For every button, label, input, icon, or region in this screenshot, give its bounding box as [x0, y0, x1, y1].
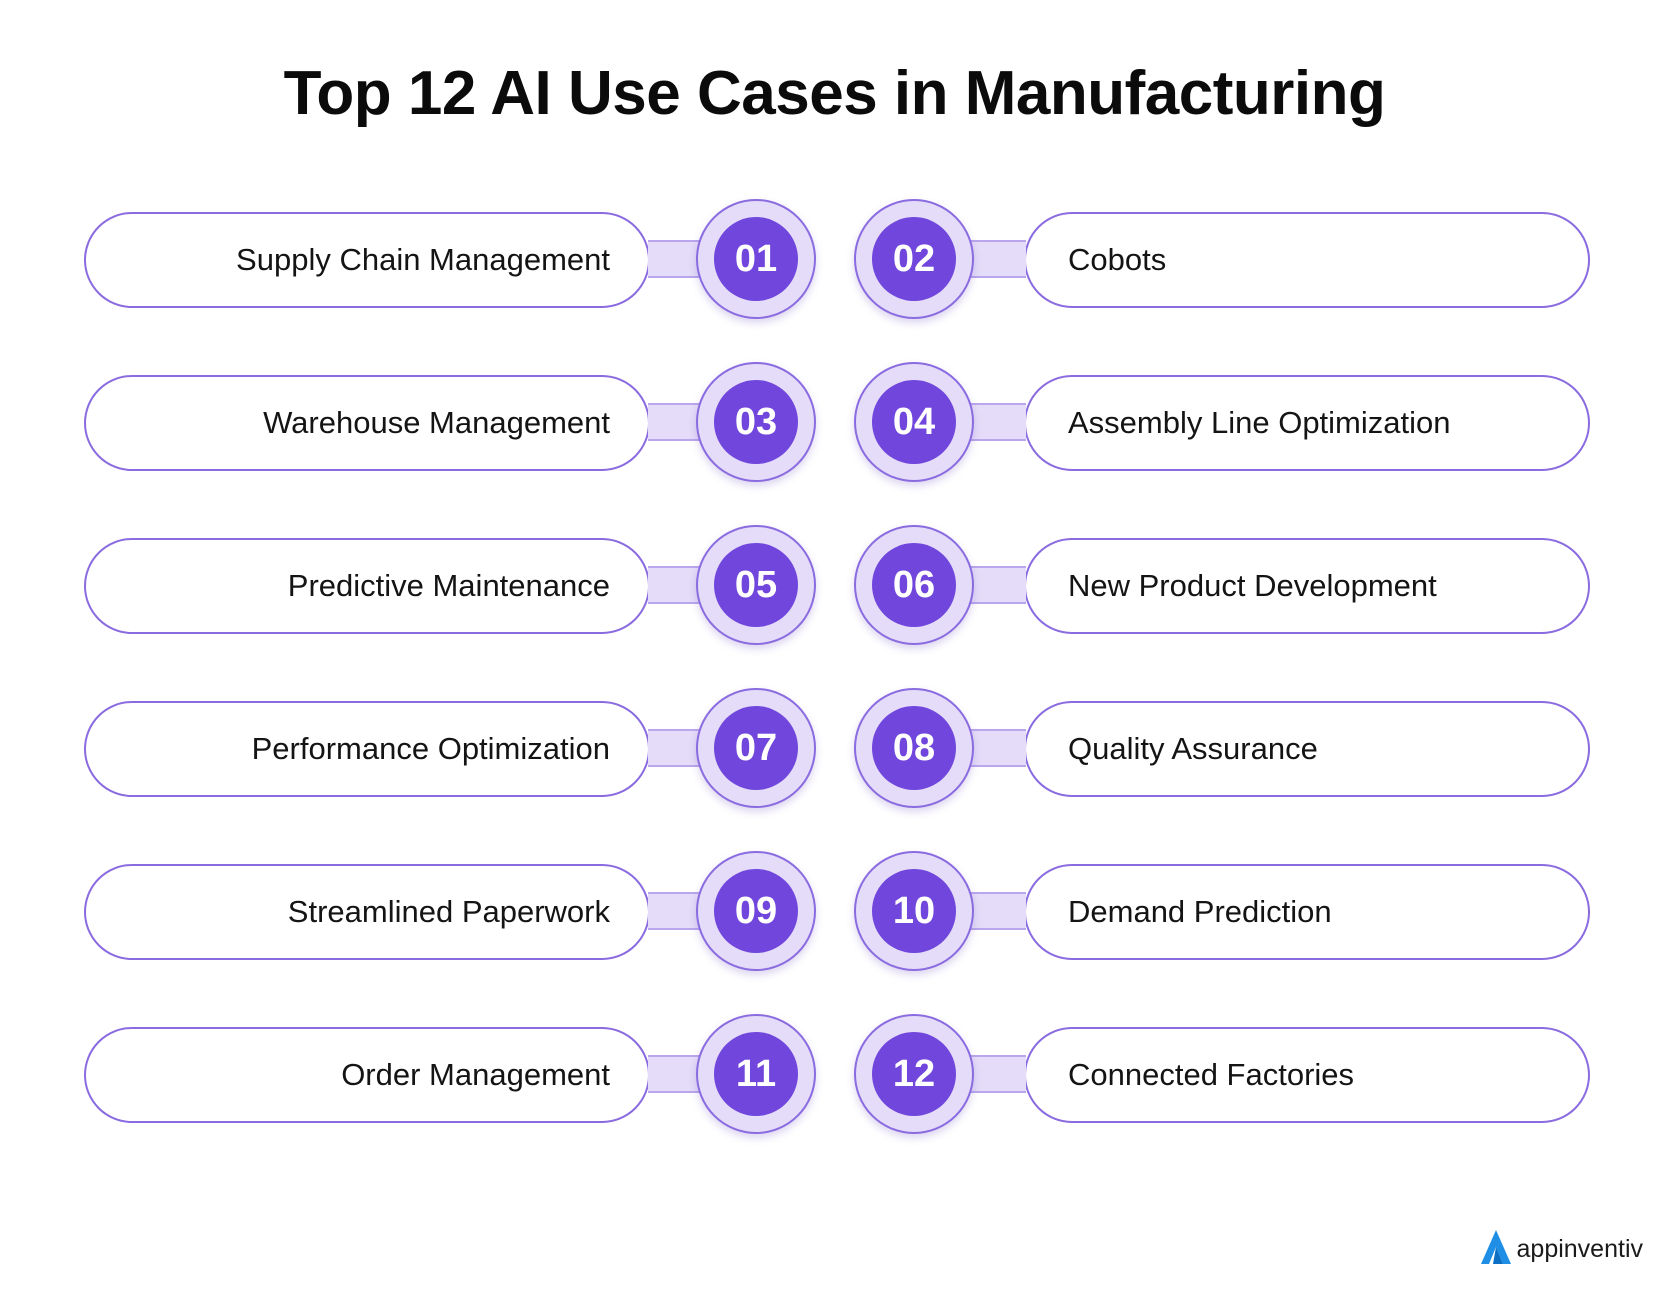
use-case-label: Connected Factories — [1068, 1057, 1355, 1092]
use-case-label: Demand Prediction — [1068, 894, 1332, 929]
use-case-item: New Product Development 06 — [854, 522, 1669, 652]
use-case-item: Supply Chain Management 01 — [84, 196, 918, 326]
number-badge: 05 — [696, 525, 816, 645]
brand-logo: appinventiv — [1479, 1228, 1643, 1271]
use-case-item: Performance Optimization 07 — [84, 685, 918, 815]
use-case-item: Streamlined Paperwork 09 — [84, 848, 918, 978]
use-case-label: Supply Chain Management — [236, 242, 610, 277]
use-case-item: Order Management 11 — [84, 1011, 918, 1141]
use-case-label: Warehouse Management — [263, 405, 610, 440]
use-case-pill: Predictive Maintenance — [84, 538, 650, 634]
use-case-item: Predictive Maintenance 05 — [84, 522, 918, 652]
number-badge-value: 02 — [872, 217, 956, 301]
number-badge-value: 09 — [714, 869, 798, 953]
number-badge-value: 12 — [872, 1032, 956, 1116]
use-case-pill: Demand Prediction — [1024, 864, 1590, 960]
use-case-label: Predictive Maintenance — [287, 568, 610, 603]
appinventiv-logo-icon — [1479, 1228, 1513, 1271]
number-badge-value: 08 — [872, 706, 956, 790]
use-case-item: Connected Factories 12 — [854, 1011, 1669, 1141]
number-badge-value: 11 — [714, 1032, 798, 1116]
number-badge: 11 — [696, 1014, 816, 1134]
page-title: Top 12 AI Use Cases in Manufacturing — [283, 59, 1386, 128]
use-case-label: Cobots — [1068, 242, 1167, 277]
number-badge-value: 10 — [872, 869, 956, 953]
use-case-pill: Quality Assurance — [1024, 701, 1590, 797]
number-badge-value: 05 — [714, 543, 798, 627]
number-badge: 04 — [854, 362, 974, 482]
use-case-pill: Assembly Line Optimization — [1024, 375, 1590, 471]
use-case-label: Performance Optimization — [251, 731, 610, 766]
brand-name: appinventiv — [1516, 1235, 1643, 1263]
use-case-label: Quality Assurance — [1068, 731, 1318, 766]
use-case-item: Assembly Line Optimization 04 — [854, 359, 1669, 489]
use-case-item: Warehouse Management 03 — [84, 359, 918, 489]
number-badge: 07 — [696, 688, 816, 808]
number-badge: 06 — [854, 525, 974, 645]
number-badge-value: 04 — [872, 380, 956, 464]
use-case-pill: Order Management — [84, 1027, 650, 1123]
use-case-item: Demand Prediction 10 — [854, 848, 1669, 978]
use-case-pill: Cobots — [1024, 212, 1590, 308]
number-badge: 03 — [696, 362, 816, 482]
number-badge-value: 07 — [714, 706, 798, 790]
number-badge: 12 — [854, 1014, 974, 1134]
use-case-pill: Connected Factories — [1024, 1027, 1590, 1123]
use-case-pill: Streamlined Paperwork — [84, 864, 650, 960]
use-case-item: Quality Assurance 08 — [854, 685, 1669, 815]
use-case-pill: Supply Chain Management — [84, 212, 650, 308]
use-case-label: Assembly Line Optimization — [1068, 405, 1451, 440]
use-case-item: Cobots 02 — [854, 196, 1669, 326]
number-badge-value: 01 — [714, 217, 798, 301]
use-case-label: Order Management — [341, 1057, 610, 1092]
number-badge: 01 — [696, 199, 816, 319]
number-badge: 09 — [696, 851, 816, 971]
use-case-label: Streamlined Paperwork — [287, 894, 610, 929]
number-badge: 10 — [854, 851, 974, 971]
number-badge-value: 06 — [872, 543, 956, 627]
use-case-pill: Warehouse Management — [84, 375, 650, 471]
use-case-label: New Product Development — [1068, 568, 1437, 603]
number-badge-value: 03 — [714, 380, 798, 464]
number-badge: 02 — [854, 199, 974, 319]
number-badge: 08 — [854, 688, 974, 808]
use-case-pill: Performance Optimization — [84, 701, 650, 797]
use-case-pill: New Product Development — [1024, 538, 1590, 634]
